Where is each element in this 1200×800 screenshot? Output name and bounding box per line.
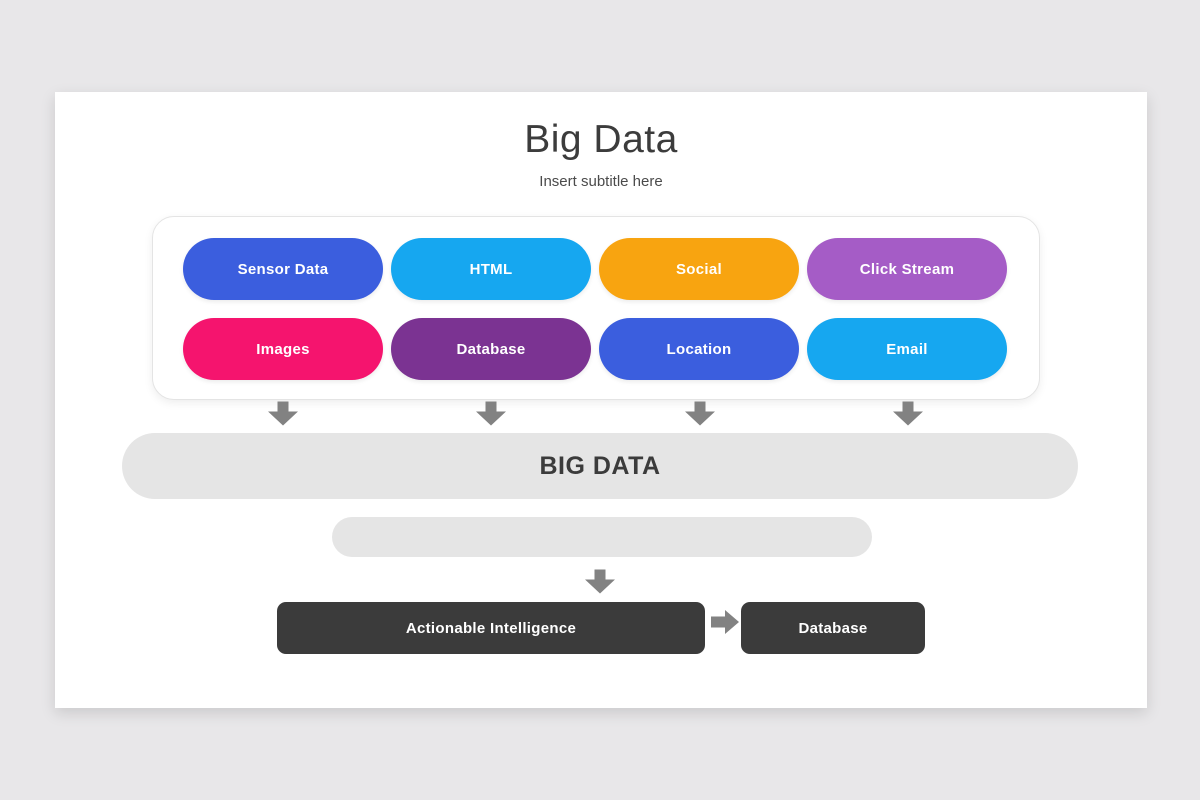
source-pill-html: HTML	[391, 238, 591, 300]
down-arrow-icon	[893, 401, 923, 426]
source-pill-email: Email	[807, 318, 1007, 380]
down-arrow-icon	[685, 401, 715, 426]
page-title: Big Data	[524, 118, 678, 161]
source-pill-click-stream: Click Stream	[807, 238, 1007, 300]
slide-canvas: Big Data Insert subtitle here Sensor Dat…	[55, 92, 1147, 708]
processing-bar	[332, 517, 872, 557]
big-data-bar: BIG DATA	[122, 433, 1078, 499]
database-box: Database	[741, 602, 925, 654]
down-arrow-icon	[585, 569, 615, 594]
right-arrow-icon	[711, 610, 739, 634]
source-pill-sensor-data: Sensor Data	[183, 238, 383, 300]
source-pill-location: Location	[599, 318, 799, 380]
page-subtitle: Insert subtitle here	[539, 173, 663, 190]
down-arrow-icon	[268, 401, 298, 426]
data-sources-panel: Sensor Data HTML Social Click Stream Ima…	[152, 216, 1040, 400]
source-pill-social: Social	[599, 238, 799, 300]
source-pill-database: Database	[391, 318, 591, 380]
actionable-intelligence-box: Actionable Intelligence	[277, 602, 705, 654]
down-arrow-icon	[476, 401, 506, 426]
source-pill-images: Images	[183, 318, 383, 380]
